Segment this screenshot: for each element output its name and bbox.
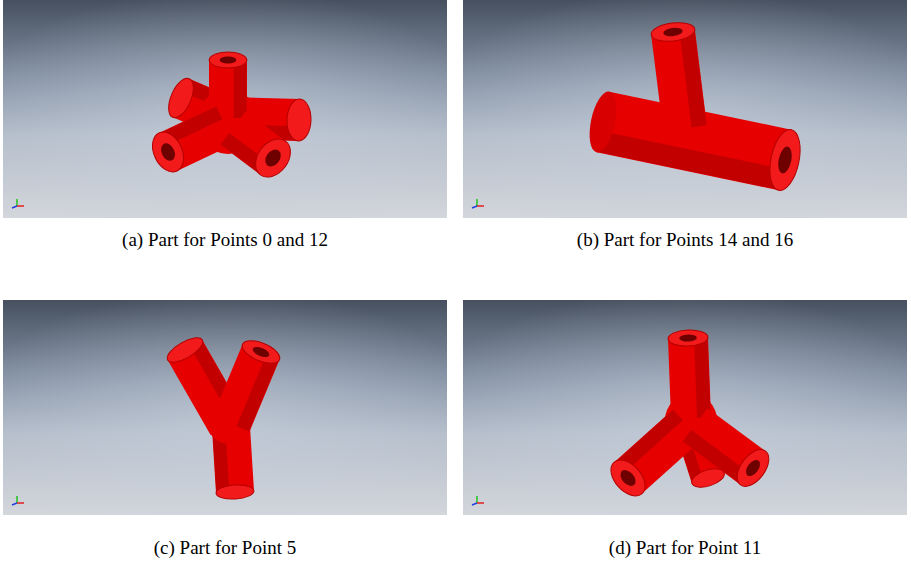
- render-glow: [463, 300, 907, 515]
- pipe-bore: [663, 27, 683, 37]
- render-background: [3, 0, 447, 218]
- render-background: [463, 0, 907, 218]
- pipe-shade: [243, 357, 273, 429]
- pipe-shade: [687, 436, 745, 479]
- pipe-end-face: [585, 89, 621, 155]
- pipe-end-face: [248, 132, 297, 184]
- pipe-bore: [220, 56, 237, 63]
- subfigure-caption: (a) Part for Points 0 and 12: [122, 229, 328, 252]
- pipe-end-face: [164, 75, 199, 121]
- pipe-end-face: [604, 454, 651, 503]
- pipe-bore: [158, 141, 177, 163]
- pipe-end-face: [164, 333, 207, 367]
- pipe-arm: [688, 338, 691, 418]
- pipe-end-face: [668, 329, 709, 346]
- render-background: [3, 300, 447, 515]
- pipe-end-face: [731, 444, 775, 492]
- pipe-shade: [599, 141, 781, 179]
- pipe-bore: [679, 334, 697, 342]
- subfigure-caption: (d) Part for Point 11: [609, 537, 761, 560]
- render-panel: [3, 300, 447, 515]
- pipe-shade: [701, 338, 704, 418]
- render-background: [463, 300, 907, 515]
- pipe-shade: [234, 60, 247, 118]
- render-panel: [463, 300, 907, 515]
- pipe-end-face: [650, 20, 696, 43]
- pipe-shade: [619, 415, 678, 468]
- pipe-end-face: [765, 127, 805, 193]
- pipe-end-face: [239, 336, 283, 368]
- render-panel: [3, 0, 447, 218]
- render-glow: [3, 300, 447, 515]
- pipe-end-face: [286, 99, 311, 142]
- pipe-bore: [776, 145, 794, 174]
- pipe-bore: [617, 467, 638, 489]
- subfigure-caption: (c) Part for Point 5: [154, 537, 296, 560]
- render-glow: [3, 0, 447, 218]
- subfigure-caption: (b) Part for Points 14 and 16: [577, 229, 793, 252]
- pipe-end-face: [209, 52, 247, 68]
- render-glow: [463, 0, 907, 218]
- pipe-shade: [687, 30, 699, 126]
- pipe-end-face: [216, 484, 255, 500]
- pipe-bore: [743, 457, 763, 478]
- pipe-end-face: [146, 127, 189, 177]
- pipe-bore: [251, 345, 270, 359]
- render-panel: [463, 0, 907, 218]
- pipe-bore: [262, 147, 284, 170]
